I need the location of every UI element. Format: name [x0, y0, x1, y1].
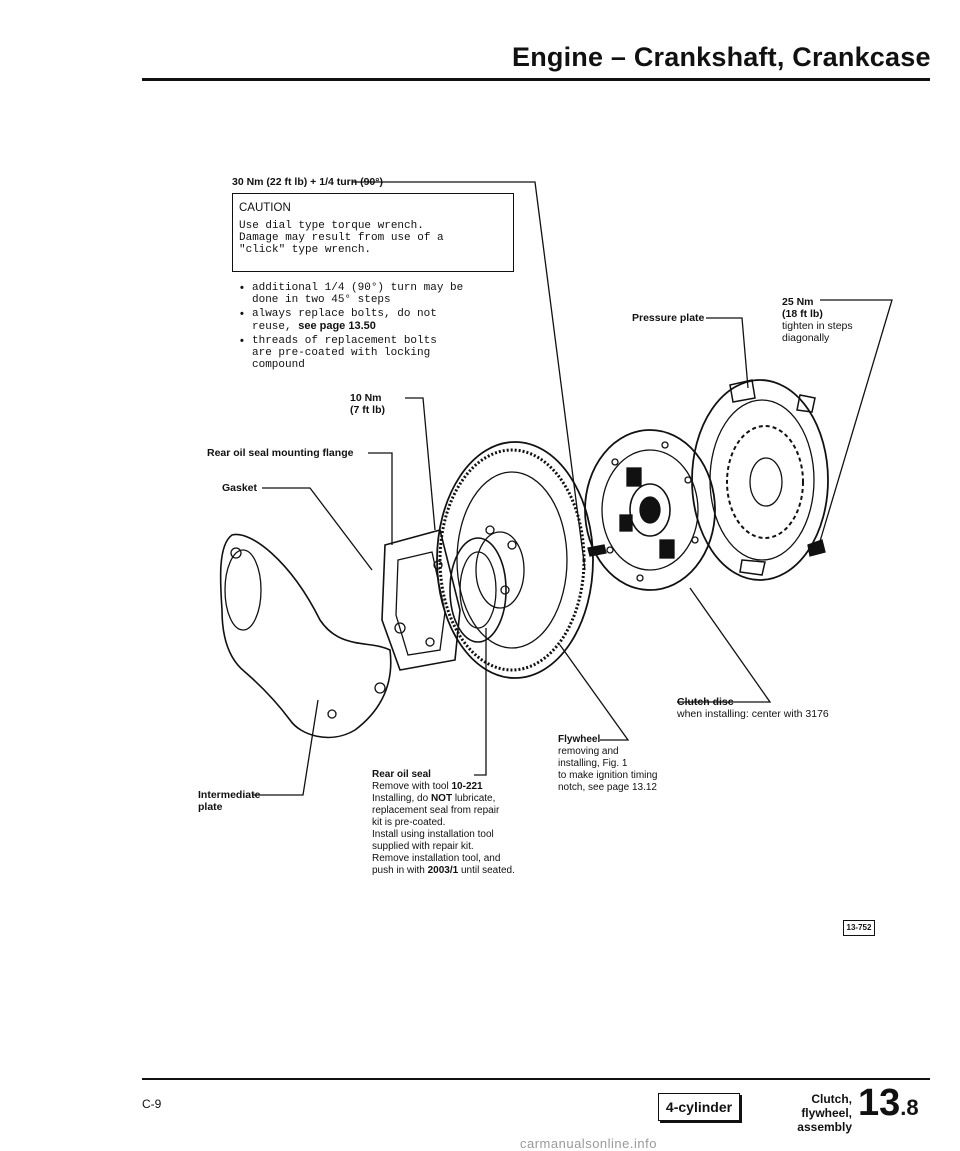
caution-line-2: Damage may result from use of a — [239, 232, 444, 244]
leader-flywheel — [559, 644, 630, 741]
rear-oil-seal-flange-label: Rear oil seal mounting flange — [207, 447, 354, 459]
rear-oil-seal-shape — [449, 537, 507, 643]
leader-pressure-plate — [706, 317, 749, 389]
clutch-disc-outer — [584, 429, 716, 591]
header-rule — [142, 78, 930, 81]
footer-rule — [142, 1078, 930, 1080]
rear-flange-shape — [381, 529, 461, 671]
caution-box: CAUTION Use dial type torque wrench. Dam… — [232, 193, 514, 272]
engine-type-box: 4-cylinder — [658, 1093, 740, 1121]
leader-10nm — [405, 397, 436, 531]
caution-line-3: "click" type wrench. — [239, 244, 372, 256]
gasket-label: Gasket — [222, 482, 258, 494]
bolt-note-1: additional 1/4 (90°) turn may be done in… — [240, 282, 510, 306]
torque-spec-top: 30 Nm (22 ft lb) + 1/4 turn (90°) — [232, 176, 383, 188]
pressure-plate-label: Pressure plate — [632, 312, 705, 324]
leader-rear-seal — [474, 628, 487, 776]
page-number: 13.8 — [858, 1082, 919, 1124]
flywheel-label: Flywheel removing and installing, Fig. 1… — [558, 734, 658, 793]
torque-10nm-label: 10 Nm (7 ft lb) — [350, 392, 385, 416]
flywheel-outer — [436, 441, 594, 679]
clutch-disc-label: Clutch disc when installing: center with… — [677, 696, 829, 720]
torque-25nm-label: 25 Nm (18 ft lb) tighten in steps diagon… — [782, 296, 853, 344]
page-title: Engine – Crankshaft, Crankcase — [512, 42, 931, 72]
pressure-plate-outer — [691, 379, 829, 581]
intermediate-plate-shape — [219, 533, 392, 739]
bolt-notes: additional 1/4 (90°) turn may be done in… — [240, 282, 510, 373]
watermark: carmanualsonline.info — [520, 1136, 657, 1151]
page-ref-13-50: see page 13.50 — [298, 320, 376, 332]
bolt-note-3: threads of replacement bolts are pre-coa… — [240, 335, 510, 371]
caution-line-1: Use dial type torque wrench. — [239, 220, 424, 232]
section-title: Clutch, flywheel, assembly — [797, 1092, 852, 1134]
leader-25nm — [817, 299, 893, 549]
intermediate-plate-label: Intermediate plate — [198, 789, 261, 813]
figure-reference: 13-752 — [843, 920, 875, 936]
leader-intermediate — [252, 699, 319, 796]
leader-gasket — [262, 487, 373, 571]
intermediate-plate-hole — [224, 549, 262, 631]
leader-clutch-disc — [677, 587, 772, 703]
leader-rear-flange — [368, 452, 393, 545]
footer-code: C-9 — [142, 1097, 162, 1111]
rear-oil-seal-label: Rear oil seal Remove with tool 10-221 In… — [372, 769, 515, 876]
bolt-note-2: always replace bolts, do not reuse, see … — [240, 308, 510, 333]
leader-torque-top — [352, 181, 586, 571]
caution-heading: CAUTION — [239, 202, 291, 214]
